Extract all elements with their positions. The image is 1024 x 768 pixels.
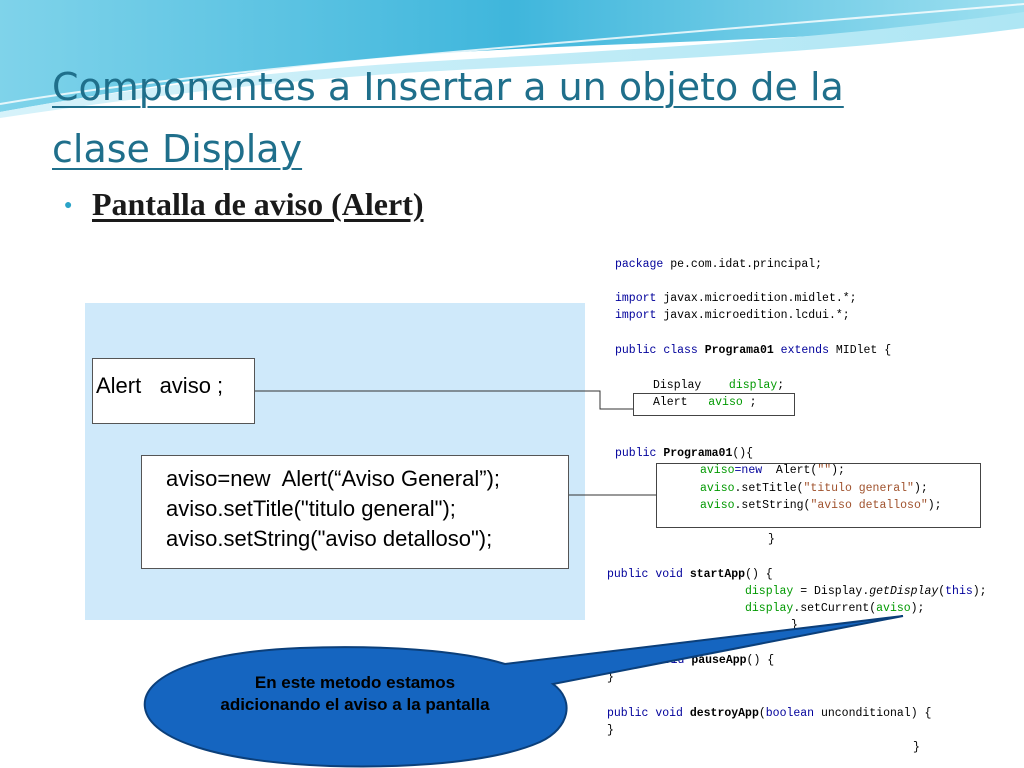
code-import-line-1: import javax.microedition.midlet.*;	[615, 292, 857, 305]
code-startapp-line-1: display = Display.getDisplay(this);	[745, 585, 987, 598]
callout-text: En este metodo estamos adicionando el av…	[220, 673, 490, 714]
code-startapp-close: }	[791, 619, 798, 632]
slide-title-line-2: clase Display	[52, 127, 303, 171]
code-ctor-close: }	[768, 533, 775, 546]
code-line-set-title: aviso.setTitle("titulo general");	[166, 496, 456, 521]
code-pauseapp-close: }	[607, 671, 614, 684]
slide-title: Componentes a Insertar a un objeto de la…	[52, 56, 972, 180]
slide-title-line-1: Componentes a Insertar a un objeto de la	[52, 65, 844, 109]
code-destroyapp-signature: public void destroyApp(boolean unconditi…	[607, 707, 932, 720]
code-line-new-alert: aviso=new Alert(“Aviso General”);	[166, 466, 501, 491]
constructor-code-box: aviso=new Alert(“Aviso General”); aviso.…	[141, 455, 569, 569]
code-ctor-line-3: aviso.setString("aviso detalloso");	[700, 499, 942, 512]
code-constructor-signature: public Programa01(){	[615, 447, 754, 460]
code-ctor-line-1: aviso=new Alert("");	[700, 464, 845, 477]
code-import-line-2: import javax.microedition.lcdui.*;	[615, 309, 850, 322]
code-class-close: }	[913, 741, 920, 754]
code-line-set-string: aviso.setString("aviso detalloso");	[166, 526, 493, 551]
declaration-box: Alert aviso ;	[92, 358, 255, 424]
code-class-declaration: public class Programa01 extends MIDlet {	[615, 344, 892, 357]
code-display-field: Display display;	[653, 379, 785, 392]
code-ctor-line-2: aviso.setTitle("titulo general");	[700, 482, 928, 495]
code-highlight-constructor	[656, 463, 981, 528]
code-alert-field: Alert aviso ;	[653, 396, 757, 409]
bullet-icon: ●	[64, 196, 73, 212]
code-destroyapp-close: }	[607, 724, 614, 737]
code-highlight-alert	[633, 393, 795, 416]
code-startapp-signature: public void startApp() {	[607, 568, 773, 581]
code-pauseapp-signature: e void pauseApp() {	[643, 654, 775, 667]
source-code-panel: package pe.com.idat.principal; import ja…	[603, 250, 1024, 768]
code-package-line: package pe.com.idat.principal;	[615, 258, 823, 271]
slide-subtitle: Pantalla de aviso (Alert)	[92, 186, 424, 222]
header-waves	[0, 0, 1024, 118]
code-startapp-line-2: display.setCurrent(aviso);	[745, 602, 925, 615]
